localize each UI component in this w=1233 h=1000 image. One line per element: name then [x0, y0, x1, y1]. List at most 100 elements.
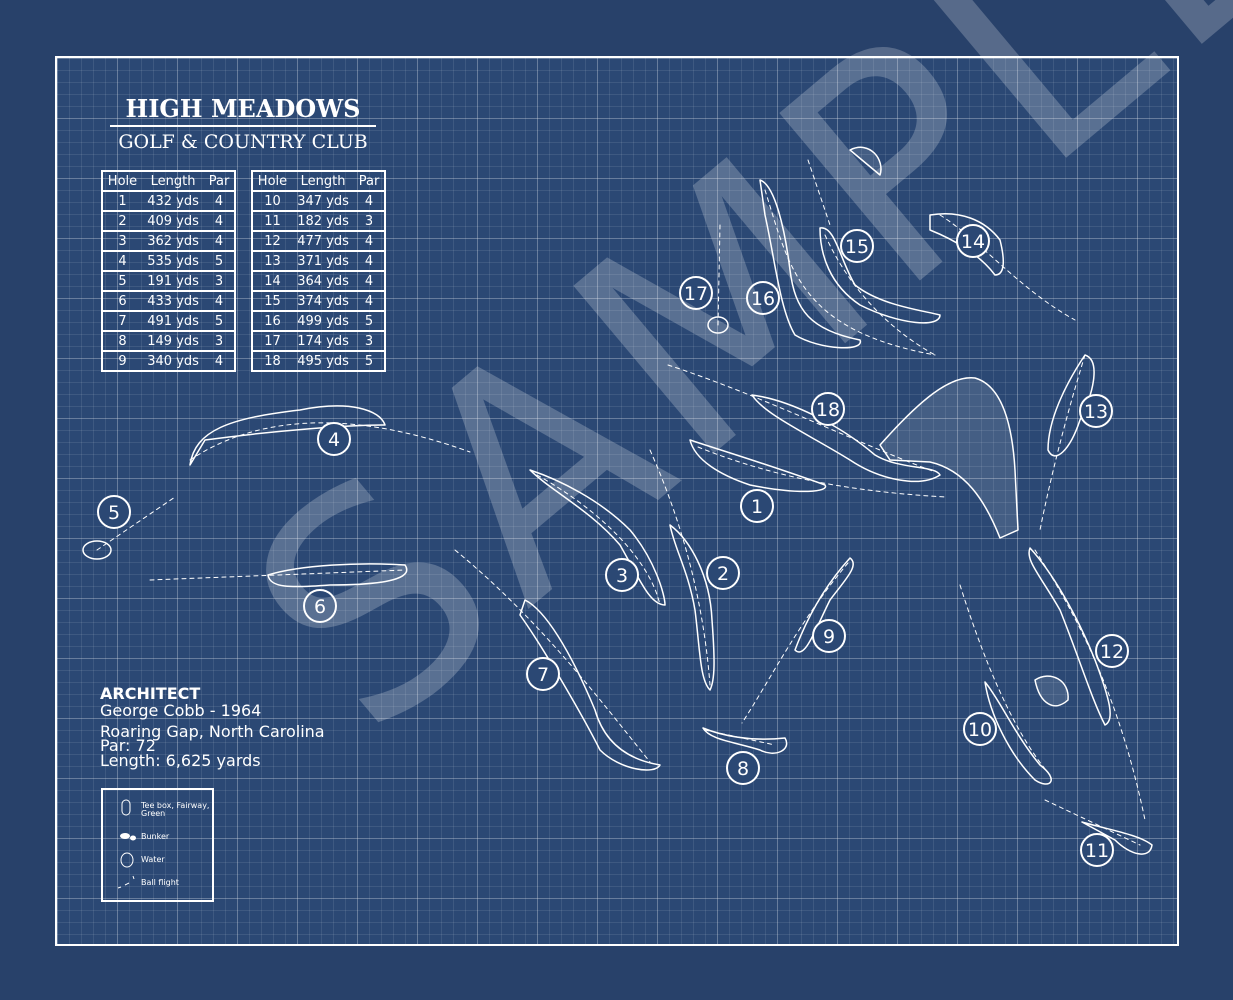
hole-length: 362 yds — [141, 231, 205, 252]
legend-fairway: Tee box, Fairway, Green — [141, 801, 210, 818]
hole-number: 17 — [252, 331, 292, 352]
hole-number: 7 — [102, 311, 142, 332]
hole-label-12: 12 — [1095, 634, 1129, 668]
hole-number: 5 — [102, 271, 142, 292]
hole-length: 374 yds — [291, 291, 355, 312]
hole-par: 3 — [204, 271, 235, 292]
hole-label-10: 10 — [963, 712, 997, 746]
hole-par: 5 — [204, 311, 235, 332]
architect-heading: ARCHITECT — [100, 684, 201, 703]
hole-length: 409 yds — [141, 211, 205, 232]
hole-length: 491 yds — [141, 311, 205, 332]
hole-number-label: 14 — [961, 231, 985, 253]
hole-label-14: 14 — [956, 224, 990, 258]
hole-number-label: 2 — [717, 563, 729, 585]
legend: Tee box, Fairway, Green Bunker Water Bal… — [101, 788, 214, 902]
course-length: Length: 6,625 yards — [100, 751, 261, 770]
water-hazard — [879, 377, 1019, 539]
hole-label-11: 11 — [1080, 833, 1114, 867]
hole-number: 9 — [102, 351, 142, 372]
course-subtitle: GOLF & COUNTRY CLUB — [118, 131, 368, 153]
hole-number-label: 9 — [823, 626, 835, 648]
hole-par: 4 — [354, 191, 385, 212]
hole-label-6: 6 — [303, 589, 337, 623]
hole-number-label: 3 — [616, 565, 628, 587]
hole-length: 182 yds — [291, 211, 355, 232]
hole-number: 4 — [102, 251, 142, 272]
hole-number-label: 16 — [751, 288, 775, 310]
hole-length: 174 yds — [291, 331, 355, 352]
hole-length: 477 yds — [291, 231, 355, 252]
hole-number-label: 13 — [1084, 401, 1108, 423]
hole-par: 3 — [354, 211, 385, 232]
hole-number: 15 — [252, 291, 292, 312]
legend-icons — [117, 799, 136, 889]
hole-par: 4 — [204, 351, 235, 372]
hole-number-label: 11 — [1085, 840, 1109, 862]
hole-number-label: 18 — [816, 399, 840, 421]
fairway-icon — [121, 799, 131, 816]
hole-label-4: 4 — [317, 422, 351, 456]
hole-number: 18 — [252, 351, 292, 372]
hole-label-8: 8 — [726, 751, 760, 785]
hole-par: 3 — [204, 331, 235, 352]
hole-label-2: 2 — [706, 556, 740, 590]
hole-par: 3 — [354, 331, 385, 352]
hole-label-13: 13 — [1079, 394, 1113, 428]
architect-name: George Cobb - 1964 — [100, 701, 262, 720]
hole-label-3: 3 — [605, 558, 639, 592]
hole-number-label: 6 — [314, 596, 326, 618]
hole-label-18: 18 — [811, 392, 845, 426]
hole-par: 4 — [354, 291, 385, 312]
hole-length: 499 yds — [291, 311, 355, 332]
hole-label-5: 5 — [97, 495, 131, 529]
hole-par: 4 — [204, 211, 235, 232]
hole-label-17: 17 — [679, 276, 713, 310]
hole-length: 149 yds — [141, 331, 205, 352]
hole-number: 13 — [252, 251, 292, 272]
blueprint-frame — [55, 56, 1179, 946]
hole-number: 6 — [102, 291, 142, 312]
hole-number-label: 4 — [328, 429, 340, 451]
hole-number: 8 — [102, 331, 142, 352]
hole-number-label: 8 — [737, 758, 749, 780]
course-par: Par: 72 — [100, 736, 156, 755]
course-location: Roaring Gap, North Carolina — [100, 722, 325, 741]
hole-number: 16 — [252, 311, 292, 332]
hole-length: 347 yds — [291, 191, 355, 212]
course-title: HIGH MEADOWS — [110, 94, 376, 127]
hole-length: 371 yds — [291, 251, 355, 272]
water-icon — [120, 852, 134, 868]
hole-number: 3 — [102, 231, 142, 252]
hole-length: 364 yds — [291, 271, 355, 292]
hole-length: 433 yds — [141, 291, 205, 312]
hole-length: 535 yds — [141, 251, 205, 272]
hole-number: 14 — [252, 271, 292, 292]
hole-number-label: 5 — [108, 502, 120, 524]
hole-number: 2 — [102, 211, 142, 232]
hole-length: 432 yds — [141, 191, 205, 212]
hole-number-label: 7 — [537, 664, 549, 686]
legend-water: Water — [141, 855, 165, 864]
hole-par: 4 — [354, 271, 385, 292]
ball-flight-lines — [96, 159, 1146, 846]
hole-label-7: 7 — [526, 657, 560, 691]
bunker-icon — [120, 833, 130, 839]
legend-ball-flight: Ball flight — [141, 878, 179, 887]
hole-number-label: 15 — [845, 236, 869, 258]
